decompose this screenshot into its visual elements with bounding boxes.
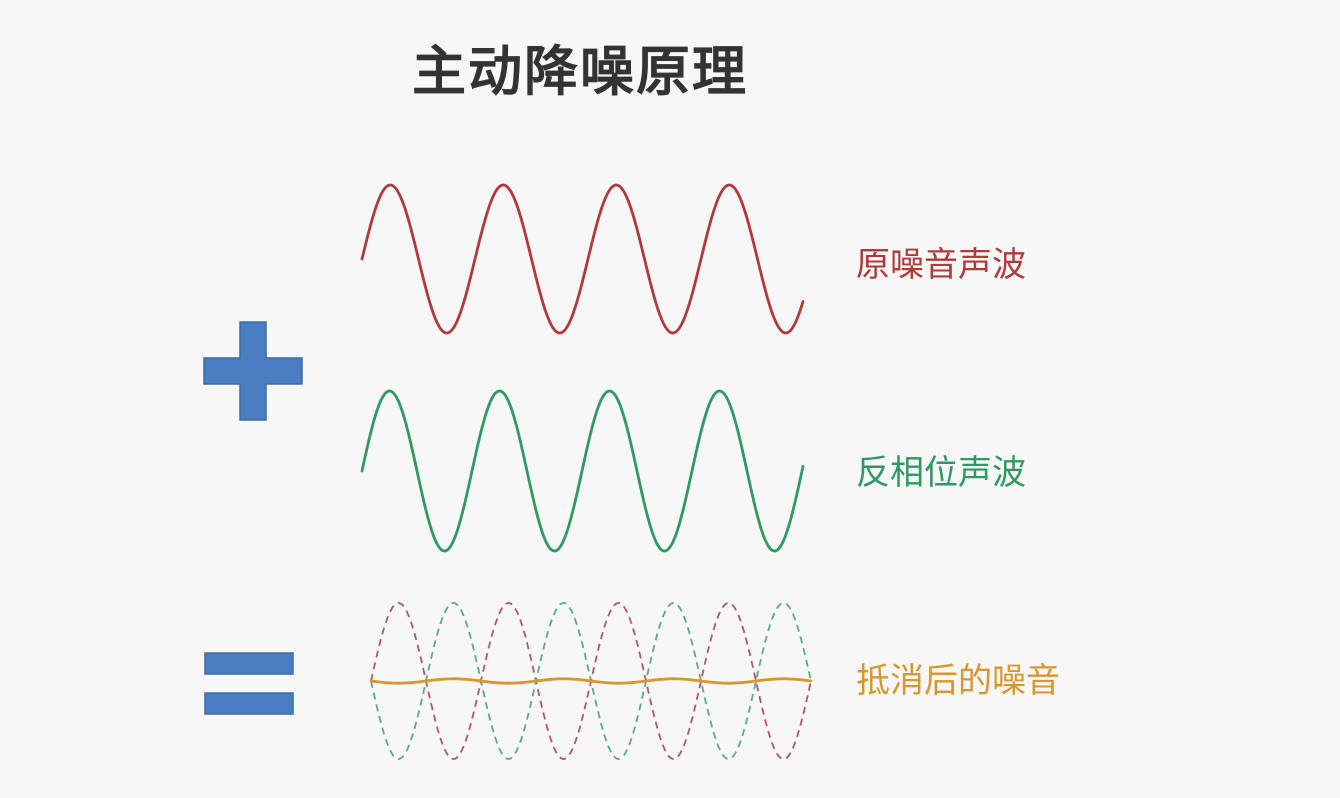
page-title: 主动降噪原理	[412, 40, 748, 103]
equals-bar-bottom	[204, 692, 294, 715]
cancelled-noise-label: 抵消后的噪音	[856, 661, 1060, 701]
equals-icon	[204, 652, 294, 715]
original-noise-label: 原噪音声波	[856, 245, 1026, 285]
plus-icon	[203, 321, 303, 421]
anti-phase-wave	[360, 389, 805, 553]
anti-phase-label: 反相位声波	[856, 453, 1026, 493]
cancelled-noise-line	[369, 677, 813, 685]
equals-bar-top	[204, 652, 294, 675]
original-noise-wave	[360, 183, 805, 335]
